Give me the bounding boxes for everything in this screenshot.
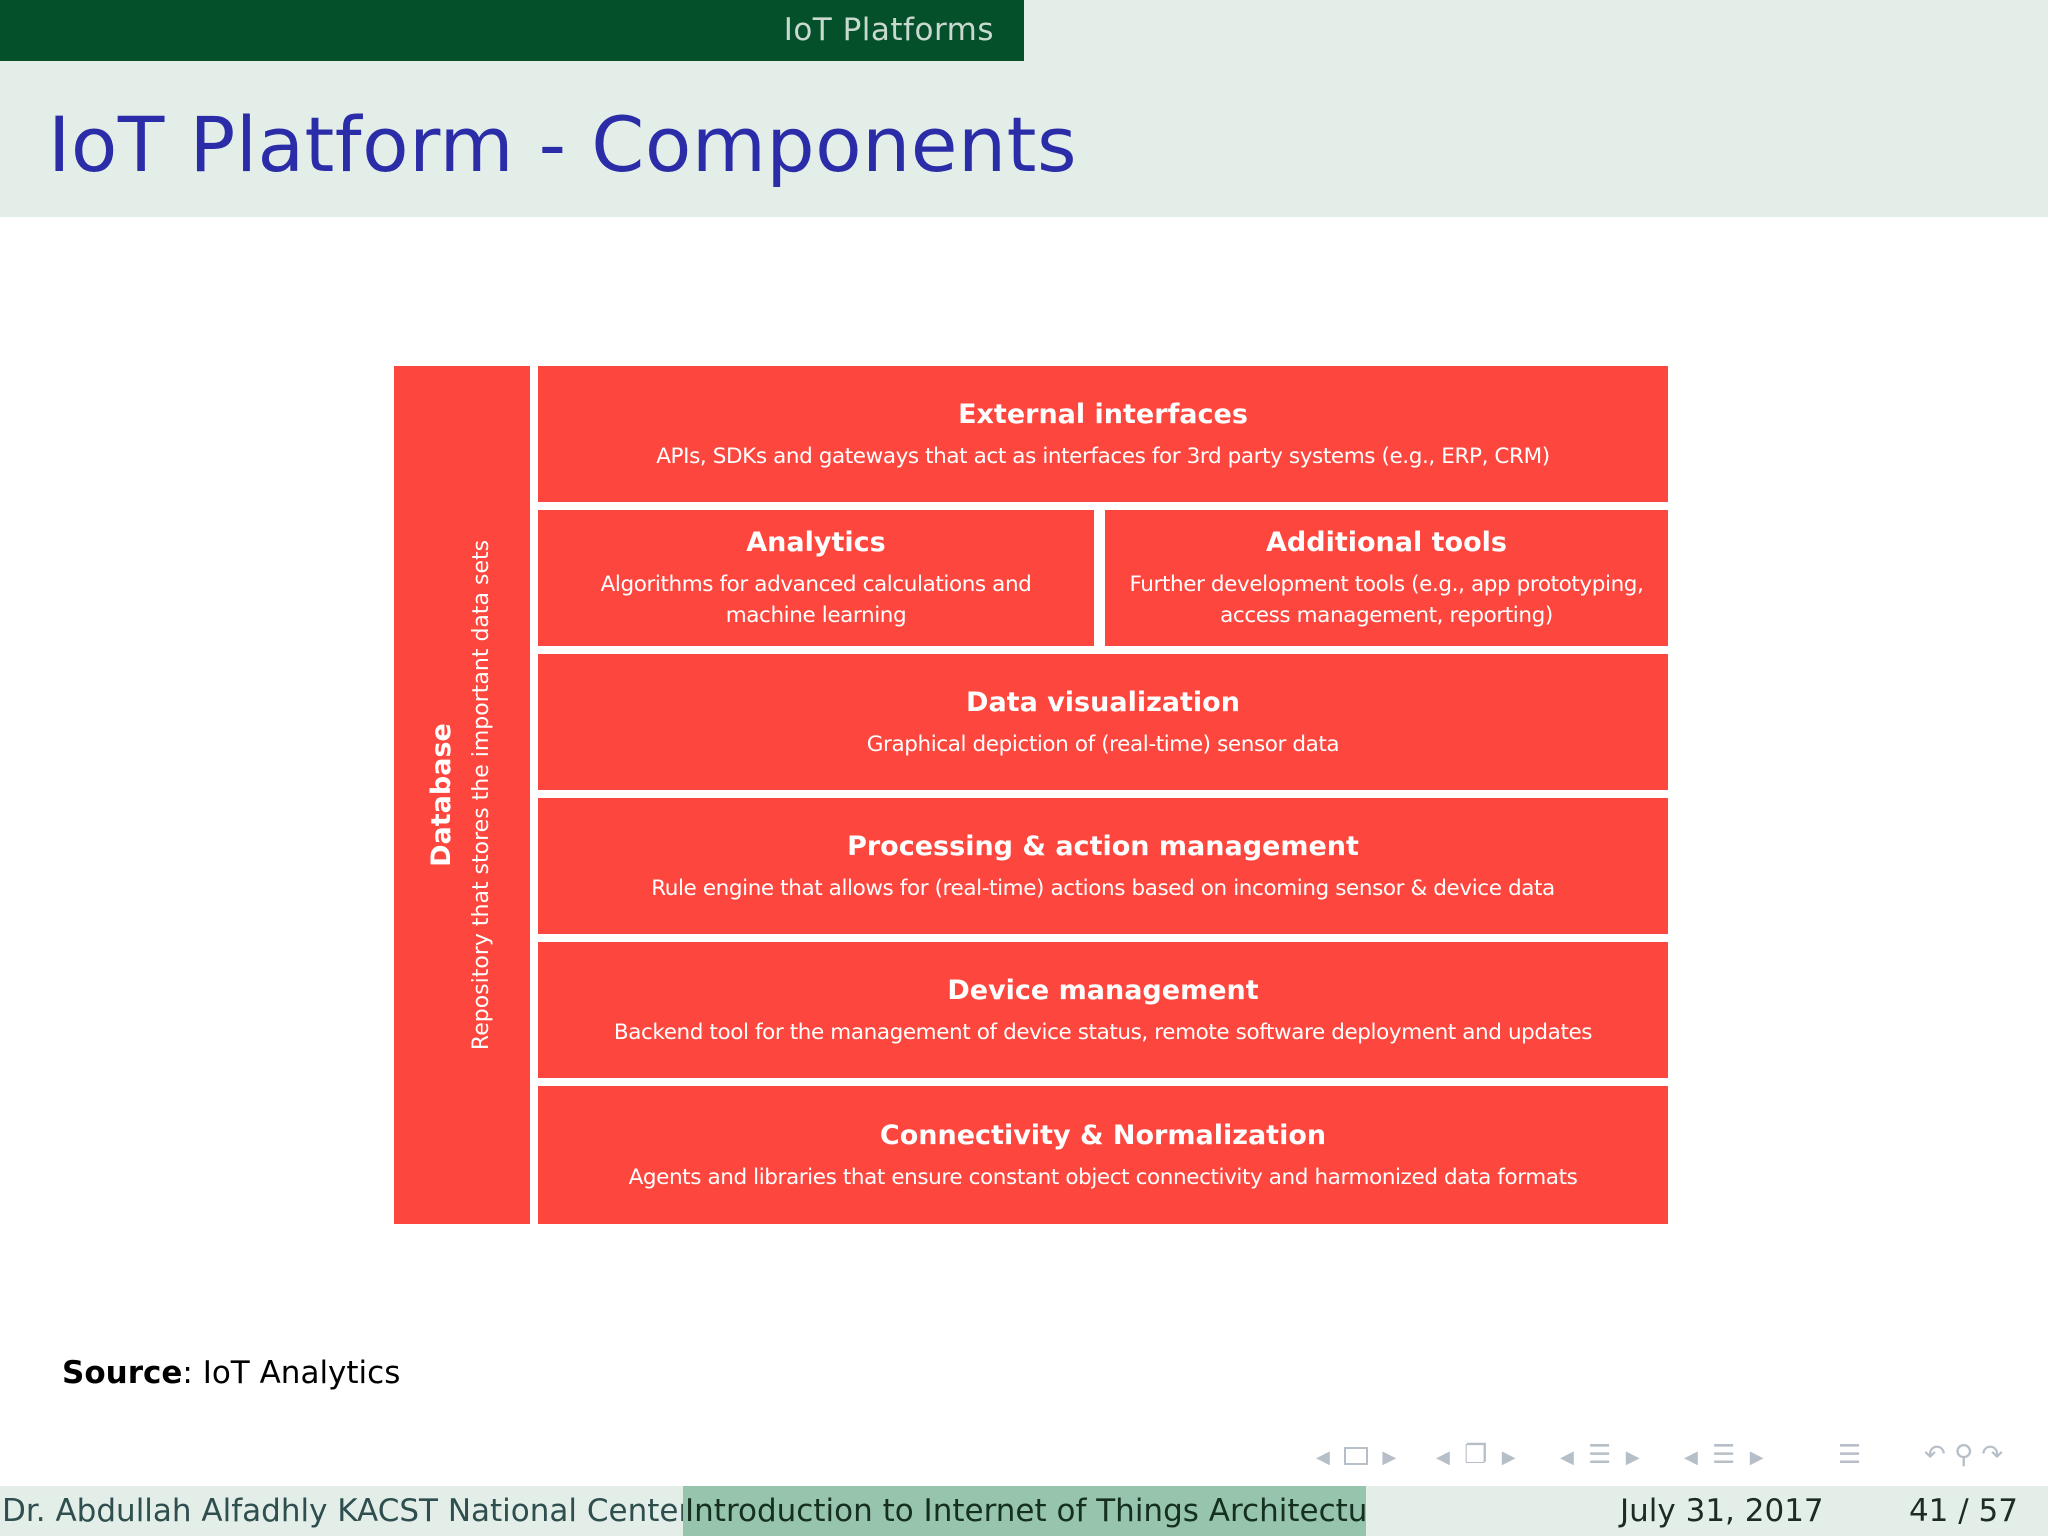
additional-tools-box: Additional tools Further development too… (1105, 510, 1668, 646)
slide-title: IoT Platform - Components (48, 100, 1078, 189)
nav-left-arrow-icon[interactable]: ◀ (1684, 1447, 1698, 1468)
nav-presentation-group: ◀ ☰ ▶ (1684, 1440, 1764, 1470)
footer-date: July 31, 2017 (1620, 1493, 1824, 1529)
device-management-box: Device management Backend tool for the m… (538, 942, 1668, 1078)
nav-section-icon[interactable]: ☰ (1588, 1440, 1612, 1470)
additional-tools-description-line1: Further development tools (e.g., app pro… (1129, 572, 1644, 597)
external-interfaces-box: External interfaces APIs, SDKs and gatew… (538, 366, 1668, 502)
nav-right-arrow-icon[interactable]: ▶ (1382, 1447, 1397, 1468)
additional-tools-description-line2: access management, reporting) (1220, 603, 1553, 628)
external-interfaces-description: APIs, SDKs and gateways that act as inte… (656, 443, 1550, 469)
nav-forward-icon[interactable]: ↷ (1981, 1440, 2004, 1470)
nav-frame-icon[interactable] (1344, 1446, 1369, 1465)
section-label[interactable]: IoT Platforms (0, 0, 1024, 61)
source-text: : IoT Analytics (182, 1355, 401, 1391)
nav-subsection-group: ◀ ❐ ▶ (1436, 1440, 1516, 1470)
nav-left-arrow-icon[interactable]: ◀ (1436, 1447, 1450, 1468)
nav-search-icon[interactable]: ⚲ (1954, 1440, 1974, 1470)
footer: Dr. Abdullah Alfadhly KACST National Cen… (0, 1486, 2048, 1536)
data-visualization-box: Data visualization Graphical depiction o… (538, 654, 1668, 790)
analytics-box: Analytics Algorithms for advanced calcul… (538, 510, 1094, 646)
database-box: Database Repository that stores the impo… (394, 366, 530, 1224)
footer-author[interactable]: Dr. Abdullah Alfadhly KACST National Cen… (0, 1486, 683, 1536)
additional-tools-title: Additional tools (1266, 527, 1507, 558)
data-visualization-title: Data visualization (966, 686, 1240, 718)
title-bar (0, 61, 2048, 217)
analytics-title: Analytics (746, 527, 886, 558)
nav-right-arrow-icon[interactable]: ▶ (1749, 1447, 1764, 1468)
processing-description: Rule engine that allows for (real-time) … (651, 875, 1555, 901)
nav-search-group: ↶ ⚲ ↷ (1924, 1440, 2003, 1470)
nav-right-arrow-icon[interactable]: ▶ (1625, 1447, 1640, 1468)
database-title: Database (426, 723, 457, 867)
database-description: Repository that stores the important dat… (469, 539, 494, 1051)
analytics-description-line1: Algorithms for advanced calculations and (600, 572, 1032, 597)
nav-left-arrow-icon[interactable]: ◀ (1316, 1447, 1330, 1468)
nav-subsection-icon[interactable]: ❐ (1464, 1440, 1488, 1470)
connectivity-description: Agents and libraries that ensure constan… (628, 1164, 1578, 1190)
source-citation: Source: IoT Analytics (62, 1355, 400, 1391)
footer-course[interactable]: Introduction to Internet of Things Archi… (683, 1486, 1366, 1536)
section-bar: IoT Platforms (0, 0, 2048, 61)
processing-box: Processing & action management Rule engi… (538, 798, 1668, 934)
iot-components-diagram: Database Repository that stores the impo… (394, 366, 1668, 1224)
analytics-description-line2: machine learning (725, 603, 907, 628)
nav-frame-group: ◀ ▶ (1316, 1440, 1396, 1470)
footer-info: July 31, 2017 41 / 57 (1366, 1486, 2048, 1536)
nav-right-arrow-icon[interactable]: ▶ (1501, 1447, 1516, 1468)
device-management-title: Device management (947, 974, 1259, 1006)
processing-title: Processing & action management (847, 830, 1359, 862)
nav-presentation-icon[interactable]: ☰ (1712, 1440, 1736, 1470)
nav-appendix-icon[interactable]: ☰ (1838, 1440, 1862, 1470)
external-interfaces-title: External interfaces (958, 398, 1248, 430)
database-text: Database Repository that stores the impo… (422, 540, 502, 1050)
device-management-description: Backend tool for the management of devic… (613, 1019, 1593, 1045)
nav-section-group: ◀ ☰ ▶ (1560, 1440, 1640, 1470)
nav-back-icon[interactable]: ↶ (1924, 1440, 1946, 1470)
source-label: Source (62, 1355, 183, 1391)
connectivity-title: Connectivity & Normalization (879, 1119, 1327, 1151)
data-visualization-description: Graphical depiction of (real-time) senso… (866, 731, 1340, 757)
connectivity-box: Connectivity & Normalization Agents and … (538, 1086, 1668, 1224)
footer-page-number: 41 / 57 (1908, 1493, 2018, 1529)
nav-left-arrow-icon[interactable]: ◀ (1560, 1447, 1574, 1468)
